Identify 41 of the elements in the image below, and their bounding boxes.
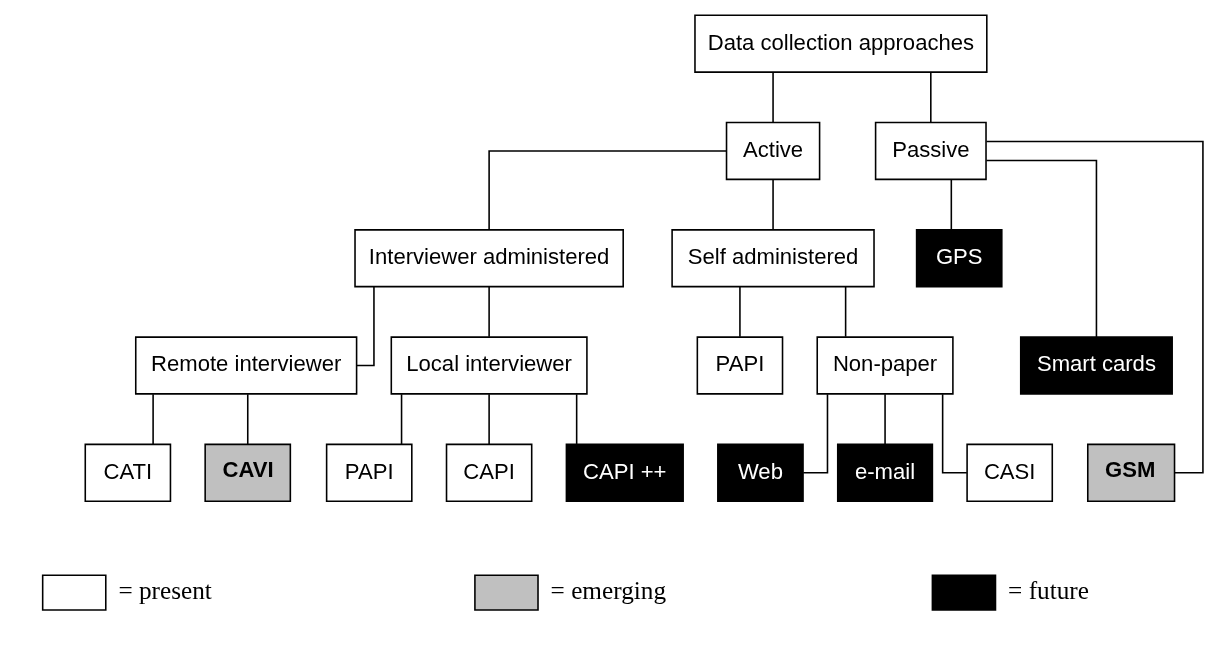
node-box: Active	[725, 121, 821, 180]
connector	[985, 159, 1098, 338]
node-box: GSM	[1087, 443, 1176, 502]
connector	[400, 392, 403, 445]
connector	[802, 392, 829, 474]
connector	[246, 392, 249, 445]
connector	[488, 149, 727, 230]
node-box: PAPI	[696, 335, 784, 395]
connector	[488, 285, 490, 337]
connector	[152, 392, 154, 445]
node-box: Non-paper	[816, 335, 954, 395]
node-box: GPS	[915, 228, 1003, 287]
node-box: CAPI ++	[565, 443, 684, 502]
connector	[844, 285, 847, 337]
node-box: Passive	[874, 121, 987, 180]
node-box: e-mail	[836, 443, 934, 502]
legend-label: = emerging	[550, 576, 667, 604]
connector	[739, 285, 741, 337]
node-box: CATI	[84, 443, 172, 502]
connector	[941, 392, 968, 474]
node-box: CASI	[966, 443, 1054, 502]
connector	[575, 392, 578, 445]
node-box: Local interviewer	[390, 335, 588, 395]
node-box: Interviewer administered	[354, 228, 624, 287]
connector	[884, 392, 886, 445]
node-box: Self administered	[671, 228, 875, 287]
node-box: PAPI	[325, 443, 413, 502]
node-box: Remote interviewer	[134, 335, 358, 395]
connector	[930, 71, 932, 123]
legend-label: = present	[118, 576, 212, 604]
node-box: CAPI	[445, 443, 533, 502]
connector	[950, 178, 953, 230]
node-box: Smart cards	[1019, 335, 1173, 395]
legend-label: = future	[1008, 576, 1089, 604]
node-box: Data collection approaches	[694, 14, 988, 73]
node-box: Web	[717, 443, 804, 502]
connector	[985, 140, 1204, 474]
connector	[772, 71, 774, 123]
connector	[772, 178, 774, 230]
node-box: CAVI	[204, 443, 292, 502]
connector	[488, 392, 490, 445]
